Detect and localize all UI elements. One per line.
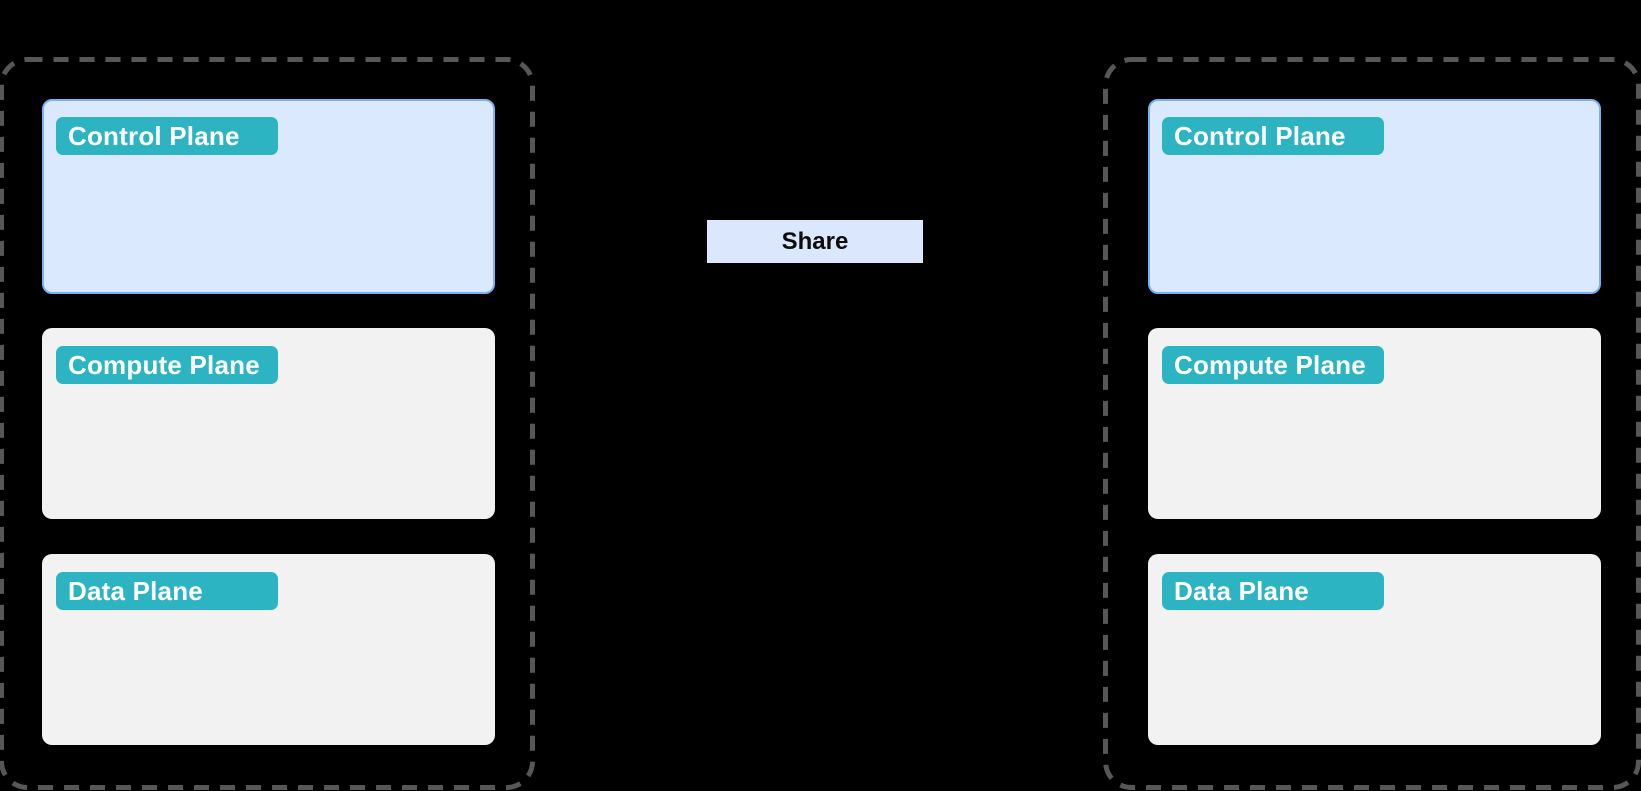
- right-data-plane-label: Data Plane: [1174, 575, 1309, 606]
- left-data-plane-badge: Data Plane: [56, 572, 278, 610]
- left-control-plane-badge: Control Plane: [56, 117, 278, 155]
- right-compute-plane-label: Compute Plane: [1174, 349, 1366, 380]
- left-control-plane-box: Control Plane: [42, 99, 495, 294]
- right-compute-plane-badge: Compute Plane: [1162, 346, 1384, 384]
- share-connector-label: Share: [707, 220, 923, 263]
- left-control-plane-label: Control Plane: [68, 120, 240, 151]
- left-data-plane-box: Data Plane: [42, 554, 495, 745]
- right-control-plane-label: Control Plane: [1174, 120, 1346, 151]
- left-compute-plane-badge: Compute Plane: [56, 346, 278, 384]
- right-control-plane-badge: Control Plane: [1162, 117, 1384, 155]
- right-data-plane-badge: Data Plane: [1162, 572, 1384, 610]
- left-data-plane-label: Data Plane: [68, 575, 203, 606]
- right-data-plane-box: Data Plane: [1148, 554, 1601, 745]
- left-compute-plane-label: Compute Plane: [68, 349, 260, 380]
- right-compute-plane-box: Compute Plane: [1148, 328, 1601, 519]
- right-control-plane-box: Control Plane: [1148, 99, 1601, 294]
- share-label-text: Share: [781, 227, 849, 255]
- left-compute-plane-box: Compute Plane: [42, 328, 495, 519]
